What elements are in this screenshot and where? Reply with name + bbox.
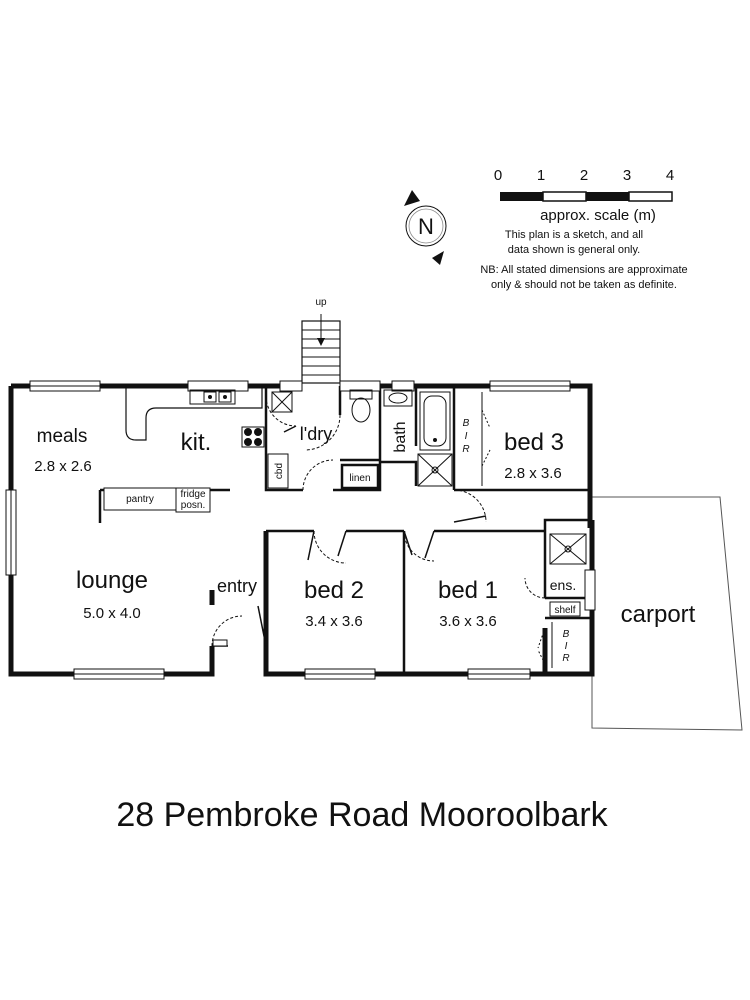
scale-segment [500,192,543,201]
scale-tick-0: 0 [494,167,502,184]
carport-outline: carport [591,496,743,731]
shower-icon [417,453,453,487]
pantry-label: pantry [126,494,154,505]
linen-cupboard: linen [349,473,370,484]
bir3-label-b: B [463,418,470,429]
scale-note-1: This plan is a sketch, and all [505,229,643,241]
scale-tick-3: 3 [623,167,631,184]
laundry-trough-icon [271,391,293,413]
stairs: up [301,297,341,384]
bir1-label-i: I [565,641,568,652]
disclaimer-line-2: only & should not be taken as definite. [491,279,677,291]
scale-segment [586,192,629,201]
lounge-label: lounge [76,567,148,594]
basin-icon [383,389,413,407]
cooktop-icon [241,426,265,448]
bir1-label-r: R [562,653,569,664]
cupboard-label: cbd [274,463,285,479]
scale-tick-2: 2 [580,167,588,184]
shelf-label: shelf [554,605,575,616]
laundry-label: l'dry [300,424,332,444]
robe-bed1 [537,622,553,668]
fridge-label-1: fridge [180,489,205,500]
entry-step [212,639,228,647]
robe-bed3 [481,392,491,486]
fridge-label-2: posn. [181,500,205,511]
bir3-label-r: R [462,444,469,455]
entry-label: entry [217,576,257,596]
shelf-box: shelf [549,601,581,617]
bed1-dims: 3.6 x 3.6 [439,613,497,630]
disclaimer-line-1: NB: All stated dimensions are approximat… [480,264,687,276]
door-swings [211,395,546,647]
bed3-dims: 2.8 x 3.6 [504,465,562,482]
north-compass-icon: N [404,190,447,265]
scale-segment [628,191,673,202]
ensuite-label: ens. [550,577,576,593]
scale-segment [542,191,587,202]
sink-icon [189,389,236,405]
bathtub-icon [419,391,451,451]
bath-label: bath [392,421,409,452]
door-leaves [212,425,487,647]
meals-dims: 2.8 x 2.6 [34,458,92,475]
bir3-label-i: I [465,431,468,442]
compass-letter: N [418,214,434,239]
scale-bar: 0 1 2 3 4 approx. scale (m) This plan is… [480,167,687,291]
pantry-box: pantry fridge posn. [103,487,211,513]
bed2-label: bed 2 [304,577,364,604]
scale-tick-1: 1 [537,167,545,184]
property-address: 28 Pembroke Road Mooroolbark [116,796,608,834]
ensuite-shower-icon [549,533,587,565]
linen-label: linen [349,473,370,484]
toilet-icon [349,389,373,423]
kitchen-bench [125,386,263,441]
scale-tick-4: 4 [666,167,674,184]
carport-label: carport [621,601,696,628]
windows [5,380,596,680]
bed3-label: bed 3 [504,429,564,456]
scale-note-2: data shown is general only. [508,244,641,256]
kitchen-label: kit. [181,429,212,456]
bir1-label-b: B [563,629,570,640]
meals-label: meals [37,426,88,447]
stairs-label: up [315,297,327,308]
bed1-label: bed 1 [438,577,498,604]
bed2-dims: 3.4 x 3.6 [305,613,363,630]
scale-label: approx. scale (m) [540,207,656,224]
lounge-dims: 5.0 x 4.0 [83,605,141,622]
cupboard: cbd [267,453,289,489]
